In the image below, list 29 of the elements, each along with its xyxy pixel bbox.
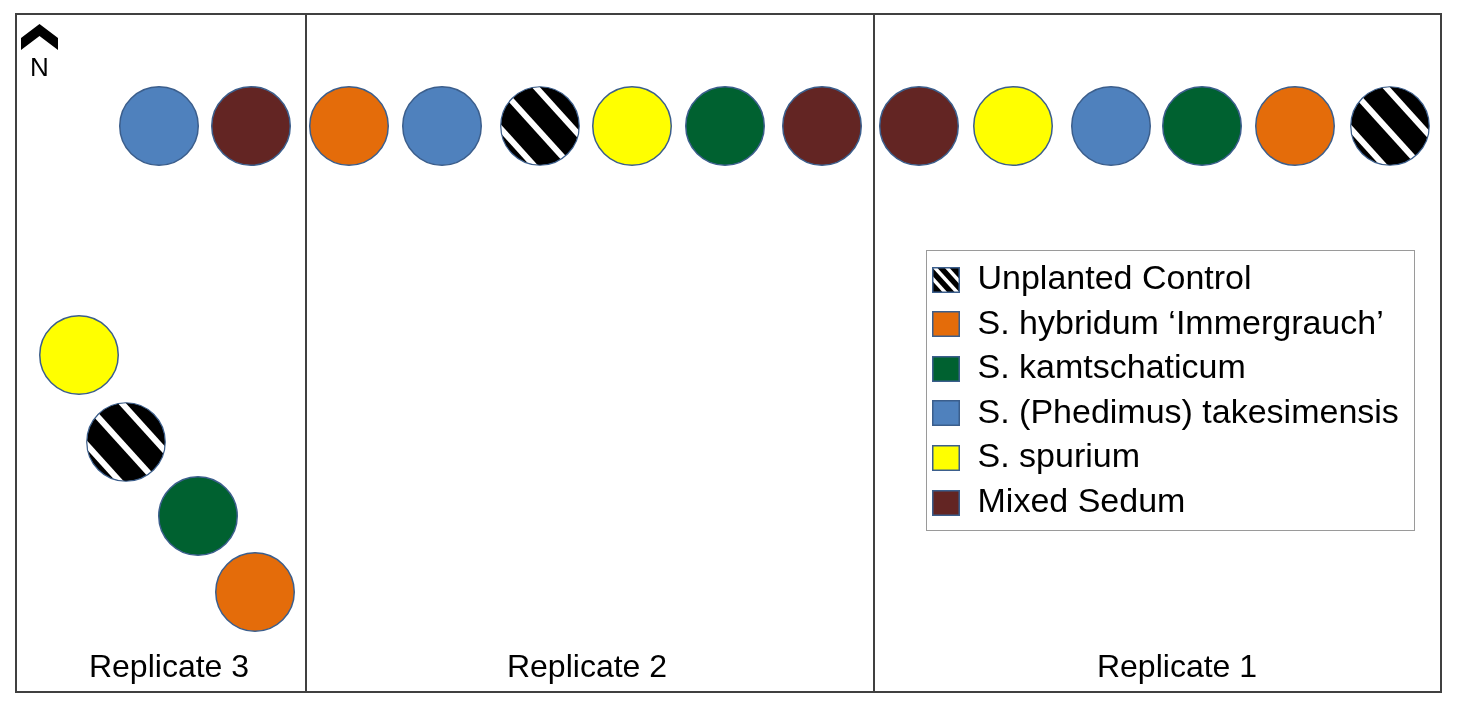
legend-label: S. kamtschaticum xyxy=(977,346,1246,387)
plot-circle xyxy=(119,86,199,166)
legend-label: Mixed Sedum xyxy=(977,480,1186,520)
panel-label: Replicate 1 xyxy=(1096,647,1258,685)
striped-plot-circle xyxy=(1350,86,1430,166)
plot-circle xyxy=(782,86,862,166)
plot-circle xyxy=(592,86,672,166)
plot-circle xyxy=(973,86,1053,166)
legend-label: S. spurium xyxy=(977,435,1140,476)
plot-circle xyxy=(685,86,765,166)
plot-circle xyxy=(158,476,238,556)
plot-circle xyxy=(1162,86,1242,166)
plot-circle xyxy=(309,86,389,166)
plot-circle xyxy=(1255,86,1335,166)
replicate-panel xyxy=(873,13,1442,693)
legend-label: Unplanted Control xyxy=(977,257,1252,297)
legend-label: S. (Phedimus) takesimensis xyxy=(977,390,1399,431)
legend-label: S. hybridum ‘Immergrauch’ xyxy=(977,301,1384,342)
plot-circle xyxy=(1071,86,1151,166)
plot-circle xyxy=(402,86,482,166)
panel-label: Replicate 3 xyxy=(88,647,250,685)
plot-circle xyxy=(215,552,295,632)
plot-circle xyxy=(211,86,291,166)
replicate-panel xyxy=(15,13,307,693)
plot-circle xyxy=(879,86,959,166)
plot-circle xyxy=(39,315,119,395)
compass-label: N xyxy=(30,52,49,82)
replicate-panel xyxy=(305,13,875,693)
panel-label: Replicate 2 xyxy=(506,647,668,685)
